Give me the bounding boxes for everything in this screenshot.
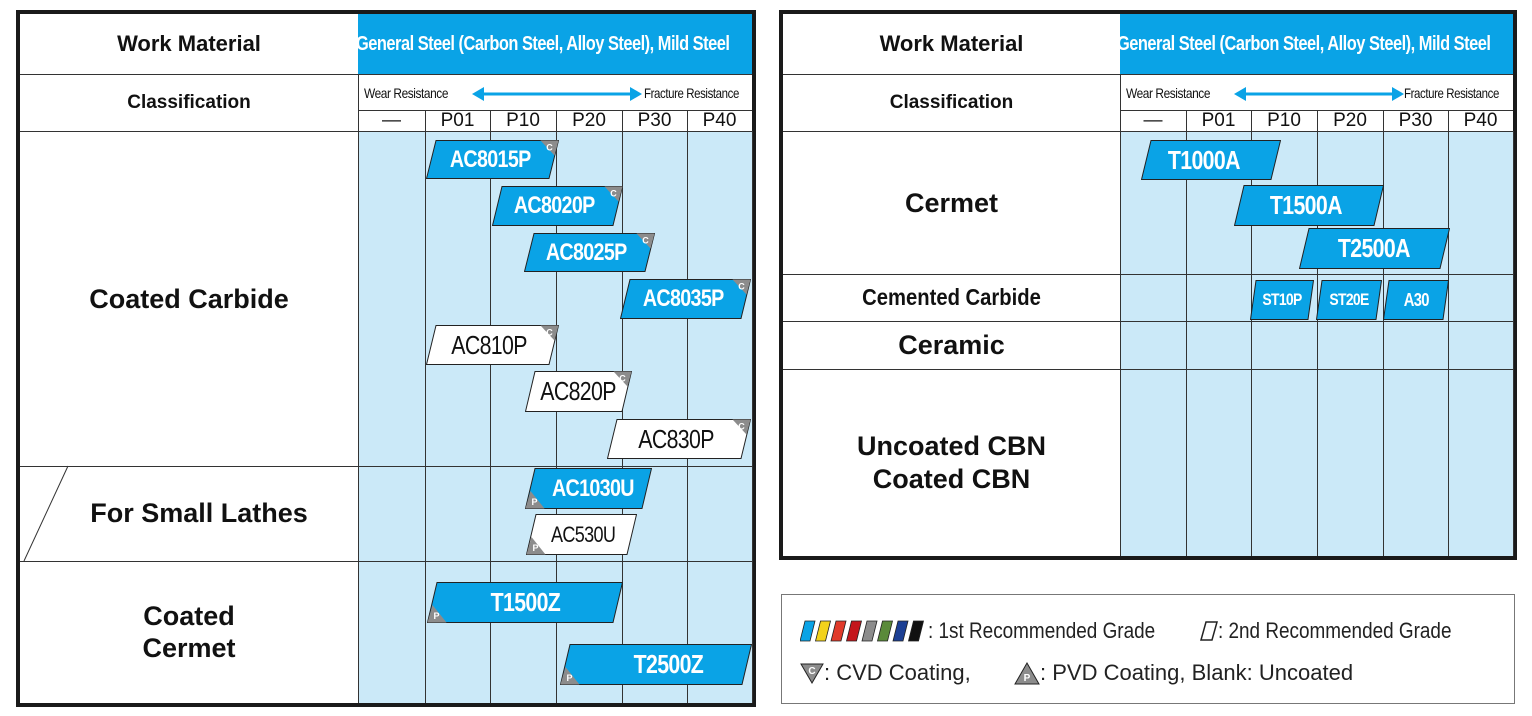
grade-st20e: ST20E (1316, 280, 1382, 320)
column-header-p01: P01 (1201, 110, 1236, 131)
svg-text:C: C (738, 422, 745, 432)
grade-st10p: ST10P (1250, 280, 1314, 320)
grade-ac830p: C AC830P (607, 419, 751, 459)
column-header-none: — (382, 110, 401, 131)
pvd-coating-icon: P (1014, 662, 1040, 685)
row-label-2: Ceramic (898, 329, 1005, 360)
row-label-line2: Cermet (142, 633, 236, 663)
grade-name: T1500A (1270, 190, 1343, 220)
grade-name: AC820P (540, 376, 617, 406)
column-header-p10: P10 (506, 110, 540, 131)
work-material-header: P General Steel (Carbon Steel, Alloy Ste… (334, 14, 752, 74)
classification-label: Classification (889, 91, 1014, 113)
grade-t1500a: T1500A (1234, 185, 1384, 226)
classification-label: Classification (127, 91, 251, 113)
wear-resistance-label: Wear Resistance (364, 85, 449, 101)
small-lathe-slant-divider (23, 465, 69, 562)
grade-ac1030u: P AC1030U (525, 468, 652, 509)
column-header-p30: P30 (1398, 110, 1433, 131)
grade-name: AC8035P (643, 285, 724, 312)
row-label-line2: Coated CBN (872, 463, 1031, 494)
left-grade-table: Work Material P General Steel (Carbon St… (16, 10, 756, 707)
svg-text:C: C (738, 282, 745, 292)
grade-ac8020p: C AC8020P (492, 186, 623, 226)
row-label-line1: Uncoated CBN (856, 431, 1046, 462)
grade-ac810p: C AC810P (426, 325, 559, 365)
wear-resistance-label: Wear Resistance (1126, 85, 1211, 101)
resistance-arrow-icon (472, 87, 642, 101)
svg-text:P: P (531, 497, 537, 507)
svg-text:C: C (546, 143, 553, 153)
legend-second-grade: : 2nd Recommended Grade (1218, 618, 1452, 643)
svg-text:P: P (433, 611, 439, 621)
grade-name: T1000A (1168, 144, 1241, 175)
work-material-label: Work Material (117, 31, 261, 56)
row-label-1: Cemented Carbide (862, 283, 1041, 310)
grade-t2500a: T2500A (1299, 228, 1450, 269)
fracture-resistance-label: Fracture Resistance (1404, 85, 1499, 101)
cvd-coating-icon: C (800, 663, 824, 684)
column-header-none: — (1143, 110, 1163, 131)
work-material-name: General Steel (Carbon Steel, Alloy Steel… (1117, 32, 1491, 55)
grade-t1000a: T1000A (1141, 140, 1281, 180)
grade-name: ST10P (1262, 290, 1302, 309)
work-material-name: General Steel (Carbon Steel, Alloy Steel… (355, 32, 730, 55)
column-header-p30: P30 (637, 110, 672, 131)
grade-t2500z: P T2500Z (560, 644, 752, 685)
second-grade-swatch-icon (1200, 621, 1218, 641)
svg-text:C: C (642, 236, 649, 246)
grade-name: A30 (1403, 289, 1429, 310)
svg-text:P: P (532, 543, 538, 553)
column-header-p20: P20 (1333, 110, 1367, 131)
column-header-p10: P10 (1267, 110, 1301, 131)
grade-name: AC830P (638, 423, 714, 454)
svg-text:P: P (566, 673, 572, 683)
grade-name: AC8025P (546, 238, 627, 266)
column-header-p01: P01 (440, 110, 475, 131)
grade-ac530u: P AC530U (526, 514, 637, 555)
first-grade-swatches-icon (800, 620, 925, 642)
material-code-badge: P (1095, 33, 1112, 55)
grade-t1500z: P T1500Z (427, 582, 623, 623)
right-grade-table: Work Material P General Steel (Carbon St… (779, 10, 1517, 560)
column-header-p20: P20 (572, 110, 606, 131)
fracture-resistance-label: Fracture Resistance (644, 85, 739, 101)
grade-name: AC530U (551, 521, 616, 547)
legend-first-grade: : 1st Recommended Grade (928, 618, 1156, 643)
svg-text:C: C (610, 189, 617, 199)
svg-text:C: C (619, 374, 626, 384)
column-header-p40: P40 (1463, 110, 1498, 131)
pvd-symbol-text: P (1024, 673, 1031, 684)
grade-a30: A30 (1383, 280, 1449, 320)
work-material-label: Work Material (879, 31, 1024, 56)
grade-name: T2500A (1337, 233, 1411, 263)
legend-box: : 1st Recommended Grade : 2nd Recommende… (781, 594, 1515, 704)
grade-name: AC1030U (551, 474, 634, 502)
legend-cvd: : CVD Coating, (824, 660, 971, 685)
resistance-arrow-icon (1234, 87, 1404, 101)
row-label-line1: Coated (143, 600, 235, 631)
row-label-1: For Small Lathes (90, 498, 308, 529)
grade-ac8015p: C AC8015P (426, 140, 559, 179)
grade-name: T1500Z (490, 587, 560, 617)
material-code-badge: P (334, 33, 350, 55)
grade-name: AC8015P (450, 145, 531, 173)
column-header-p40: P40 (702, 110, 737, 131)
grade-name: T2500Z (633, 649, 703, 679)
grade-name: AC810P (451, 329, 528, 360)
svg-text:C: C (546, 328, 553, 338)
row-label-0: Coated Carbide (89, 283, 289, 314)
grade-ac8035p: C AC8035P (620, 279, 751, 319)
grade-ac8025p: C AC8025P (524, 233, 655, 272)
work-material-header: P General Steel (Carbon Steel, Alloy Ste… (1095, 14, 1513, 74)
legend-pvd: : PVD Coating, Blank: Uncoated (1040, 660, 1354, 685)
row-label-0: Cermet (904, 187, 999, 218)
cvd-symbol-text: C (808, 666, 815, 677)
grade-name: ST20E (1329, 290, 1369, 309)
grade-name: AC8020P (514, 192, 595, 219)
